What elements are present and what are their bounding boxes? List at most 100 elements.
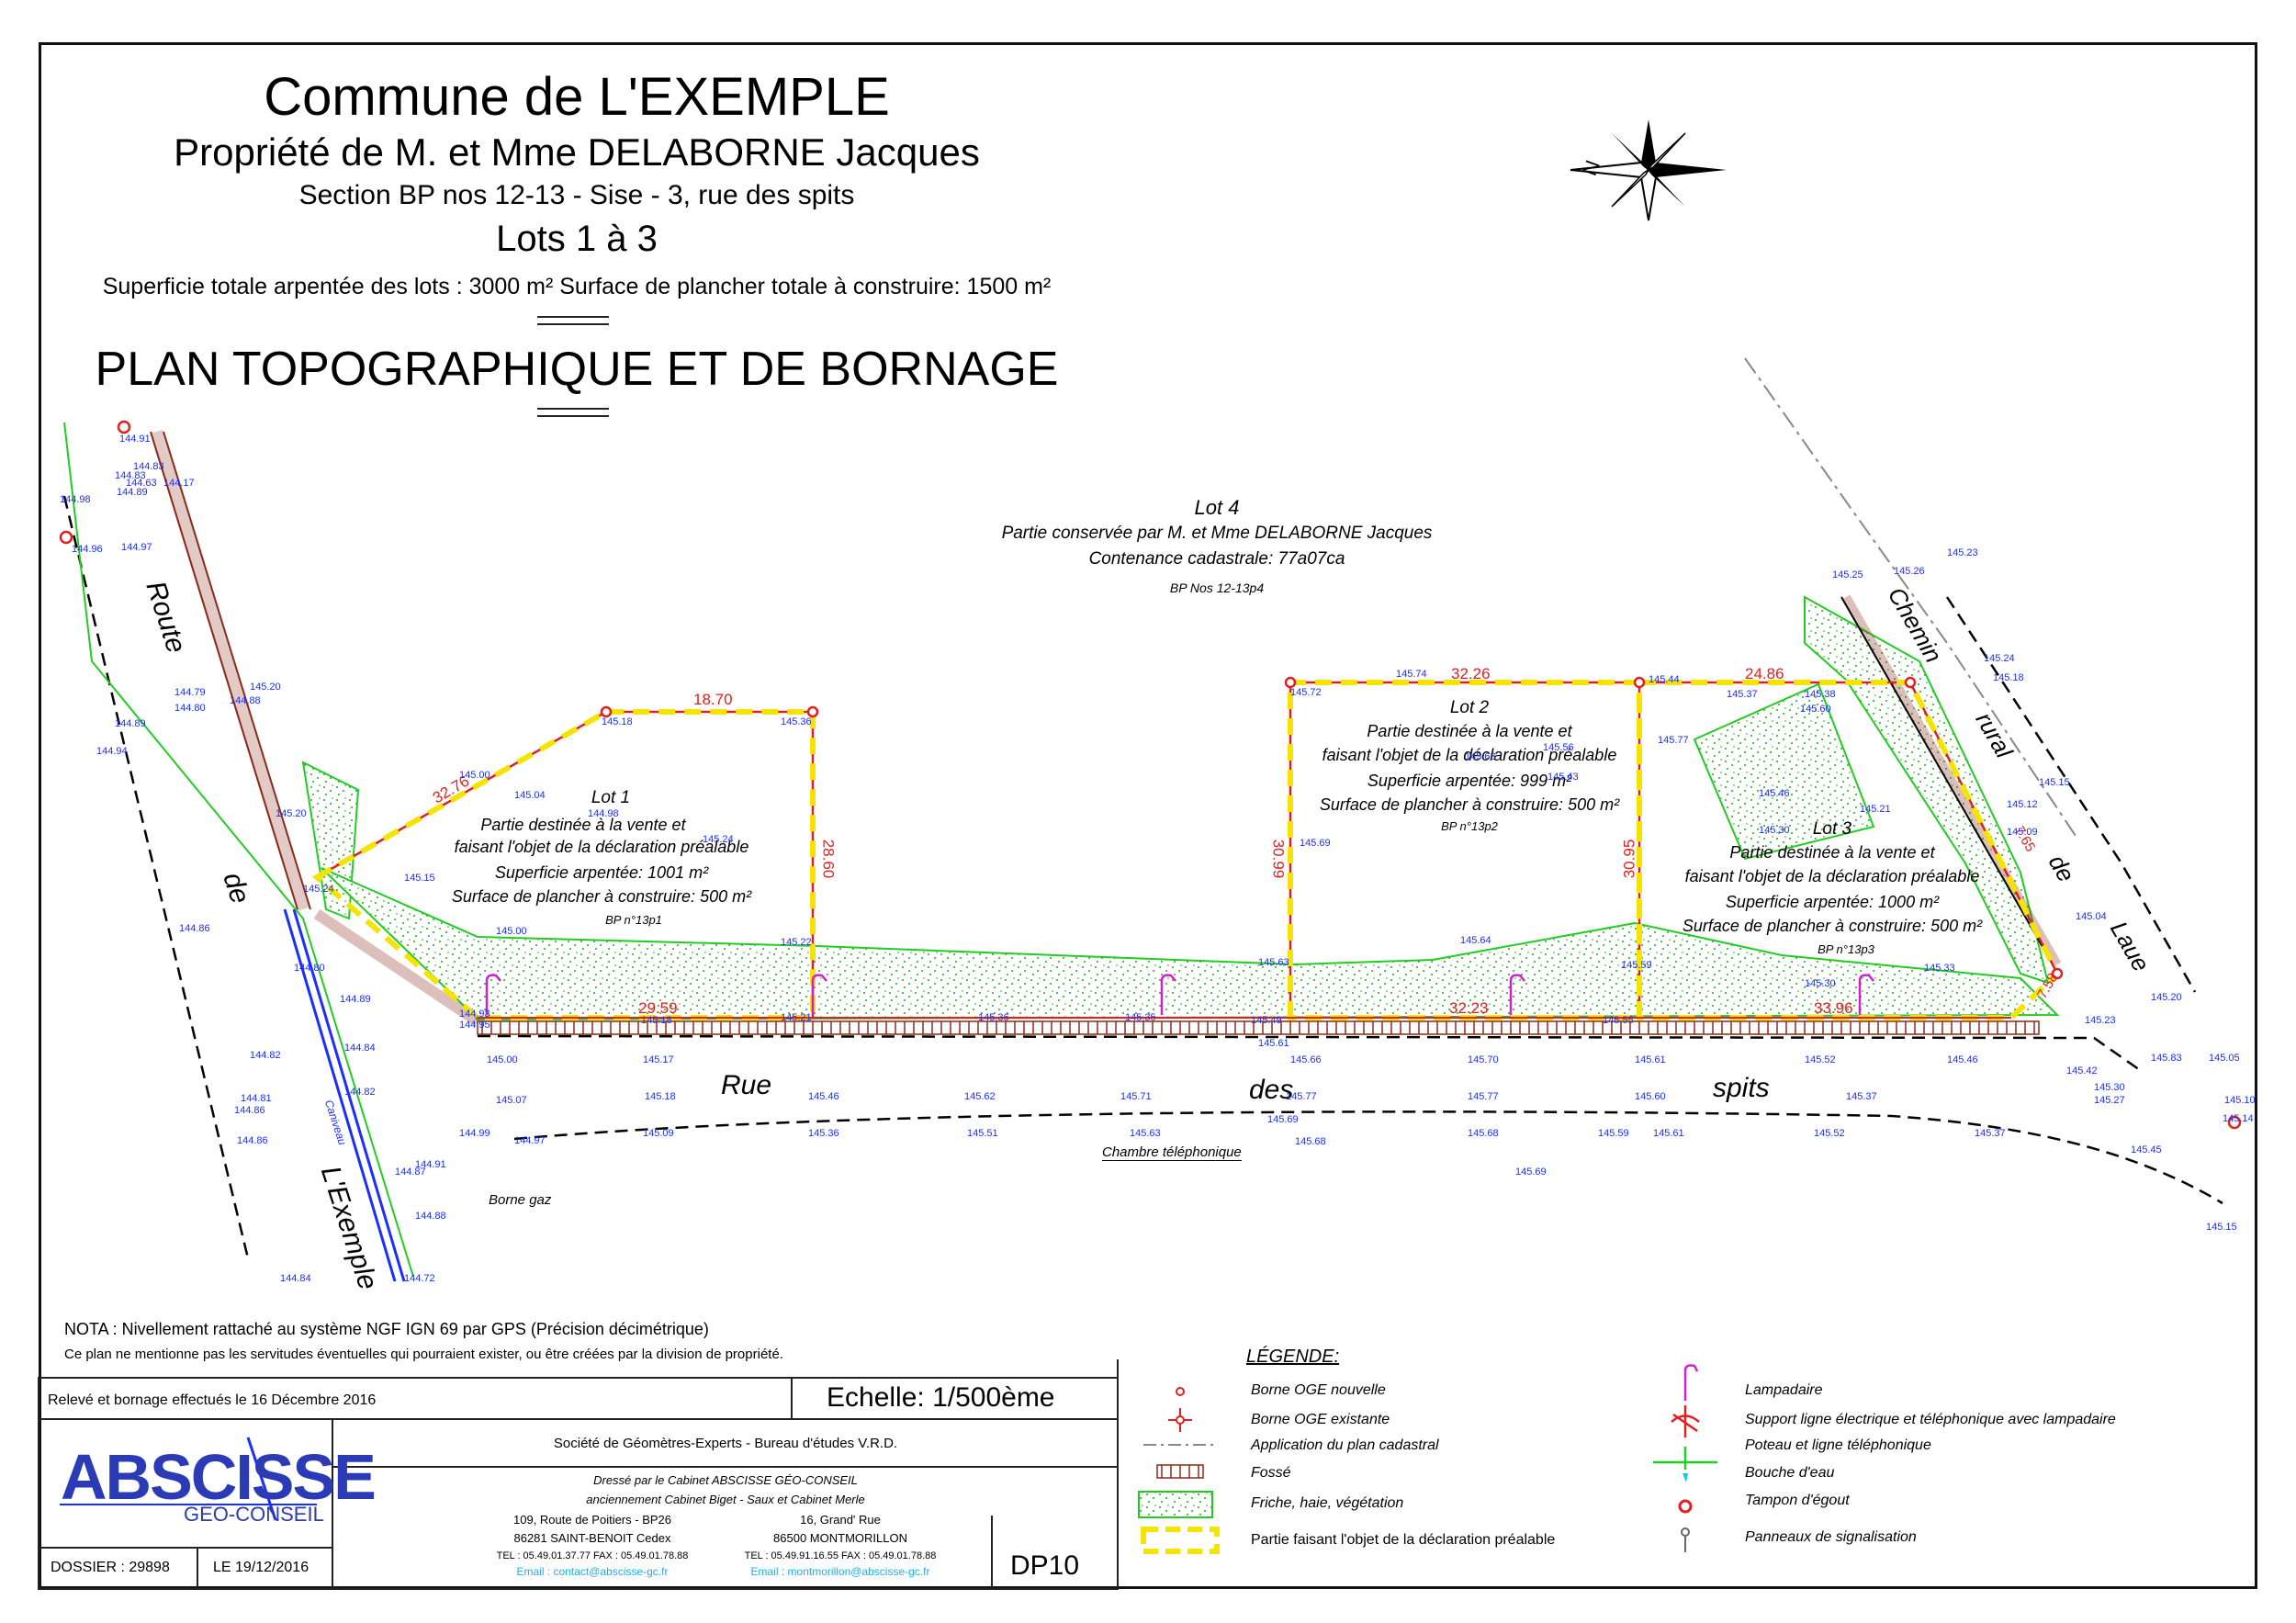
support-ligne-icon: [1671, 1405, 1700, 1437]
lot1-ref: BP n°13p1: [605, 913, 662, 927]
dimension-label: 30.99: [1269, 839, 1288, 879]
elevation-label: 145.26: [1894, 566, 1925, 577]
chemin-edge: [1945, 596, 2197, 993]
elevation-label: 145.37: [1846, 1091, 1877, 1102]
addr-a3: TEL : 05.49.01.37.77 FAX : 05.49.01.78.8…: [496, 1550, 689, 1561]
borne-marker: [117, 420, 131, 434]
elevation-label: 144.89: [117, 487, 148, 498]
elevation-label: 144.86: [237, 1135, 268, 1146]
legend-item: Borne OGE existante: [1251, 1412, 1390, 1427]
street-spits: spits: [1713, 1073, 1770, 1103]
elevation-label: 145.04: [2076, 911, 2107, 922]
lot4-desc: Partie conservée par M. et Mme DELABORNE…: [1001, 524, 1433, 543]
borne-markers: [59, 420, 2242, 1130]
elevation-label: 145.24: [303, 884, 334, 895]
elevation-label: 145.37: [1975, 1128, 2006, 1139]
lot2-l1: Partie destinée à la vente et: [1367, 722, 1572, 740]
elevation-label: 145.61: [1653, 1128, 1684, 1139]
elevation-label: 144.79: [174, 687, 206, 698]
elevation-label: 144.97: [121, 542, 152, 553]
plan-title: PLAN TOPOGRAPHIQUE ET DE BORNAGE: [95, 343, 1059, 396]
lot1-l1: Partie destinée à la vente et: [480, 816, 686, 834]
legend-item: Fossé: [1251, 1465, 1291, 1481]
elevation-label: 144.83: [115, 470, 146, 481]
lot1-declaration-yellow: [311, 709, 816, 1020]
lot3-l4: Surface de plancher à construire: 500 m²: [1682, 917, 1983, 935]
lot3-ref: BP n°13p3: [1818, 942, 1874, 956]
elevation-label: 145.20: [250, 682, 281, 693]
elevation-label: 145.22: [781, 937, 812, 948]
legend-item: Tampon d'égout: [1745, 1493, 1850, 1508]
echelle-text: Echelle: 1/500ème: [827, 1382, 1055, 1413]
lot3-l3: Superficie arpentée: 1000 m²: [1725, 893, 1940, 911]
street-rue: Rue: [721, 1070, 772, 1100]
elevation-label: 145.17: [643, 1054, 674, 1065]
societe-text: Société de Géomètres-Experts - Bureau d'…: [553, 1436, 898, 1451]
elevation-label: 145.36: [781, 716, 812, 727]
lot1-name: Lot 1: [591, 788, 631, 807]
lot3-l2: faisant l'objet de la déclaration préala…: [1684, 867, 1980, 885]
elevation-label: 145.36: [808, 1128, 839, 1139]
lots-title: Lots 1 à 3: [496, 219, 658, 259]
elevation-label: 145.25: [1832, 569, 1863, 580]
lampadaire-legend-icon: [1683, 1364, 1699, 1401]
elevation-label: 145.63: [1258, 957, 1289, 968]
elevation-label: 144.88: [415, 1211, 446, 1222]
elevation-label: 145.09: [2007, 827, 2038, 838]
borne-marker: [806, 705, 819, 718]
elevation-label: 145.10: [2224, 1095, 2256, 1106]
nota-1: NOTA : Nivellement rattaché au système N…: [64, 1320, 709, 1338]
borne-existing-icon: [1168, 1408, 1192, 1432]
elevation-label: 145.71: [1120, 1091, 1152, 1102]
elevation-label: 145.23: [1947, 547, 1978, 558]
fosse-icon: [1156, 1464, 1204, 1479]
owner-title: Propriété de M. et Mme DELABORNE Jacques: [174, 130, 980, 174]
legend-item: Lampadaire: [1745, 1382, 1823, 1398]
addr-b2: 86500 MONTMORILLON: [773, 1531, 907, 1545]
elevation-label: 145.68: [1468, 1128, 1499, 1139]
vegetation-zone-east: [1804, 595, 2050, 985]
logo-abscisse: [60, 1437, 317, 1521]
dimension-label: 24.86: [1745, 665, 1784, 682]
borne-marker: [1633, 676, 1646, 689]
elevation-label: 145.72: [1290, 687, 1322, 698]
elevation-label: 145.30: [1759, 825, 1790, 836]
north-compass-icon: [1570, 119, 1727, 221]
elevation-label: 145.15: [2039, 777, 2070, 788]
legend-item: Friche, haie, végétation: [1251, 1495, 1404, 1511]
elevation-label: 144.86: [179, 923, 210, 934]
elevation-label: 145.49: [1251, 1015, 1282, 1026]
elevation-label: 145.61: [1635, 1054, 1666, 1065]
elevation-label: 145.00: [487, 1054, 518, 1065]
elevation-label: 144.82: [344, 1087, 376, 1098]
vegetation-zone-lot3: [1693, 682, 1875, 861]
elevation-label: 145.24: [703, 834, 734, 845]
lampadaire-icon: [1509, 974, 1525, 1015]
borne-marker: [2051, 967, 2064, 980]
elevation-label: 144.84: [280, 1273, 311, 1284]
elevation-label: 145.56: [1543, 742, 1574, 753]
lot4-ref: BP Nos 12-13p4: [1169, 580, 1265, 595]
dimension-label: 32.26: [1451, 665, 1491, 682]
elevation-label: 145.68: [1295, 1136, 1326, 1147]
elevation-label: 144.84: [344, 1043, 376, 1054]
elevation-label: 145.46: [1759, 788, 1790, 799]
elevation-label: 144.81: [241, 1093, 272, 1104]
caniveau-line: [283, 908, 397, 1282]
elevation-label: 144.86: [234, 1105, 265, 1116]
elevation-label: 145.15: [2206, 1222, 2237, 1233]
elevation-label: 144.63: [126, 478, 157, 489]
elevation-label: 145.30: [1805, 978, 1836, 989]
legend-title: LÉGENDE:: [1246, 1347, 1340, 1367]
elevation-label: 145.00: [459, 770, 490, 781]
title-divider: [537, 316, 609, 325]
legend-item: Partie faisant l'objet de la déclaration…: [1251, 1532, 1556, 1548]
elevation-label: 144.91: [119, 434, 151, 445]
lot2-ref: BP n°13p2: [1441, 819, 1498, 833]
street-des: des: [1249, 1075, 1294, 1105]
elevation-label: 145.15: [404, 873, 435, 884]
section-title: Section BP nos 12-13 - Sise - 3, rue des…: [298, 180, 855, 210]
elevation-label: 144.95: [459, 1020, 490, 1031]
elevation-label: 145.63: [1465, 751, 1496, 762]
cartouche-lines: [38, 1359, 1119, 1590]
